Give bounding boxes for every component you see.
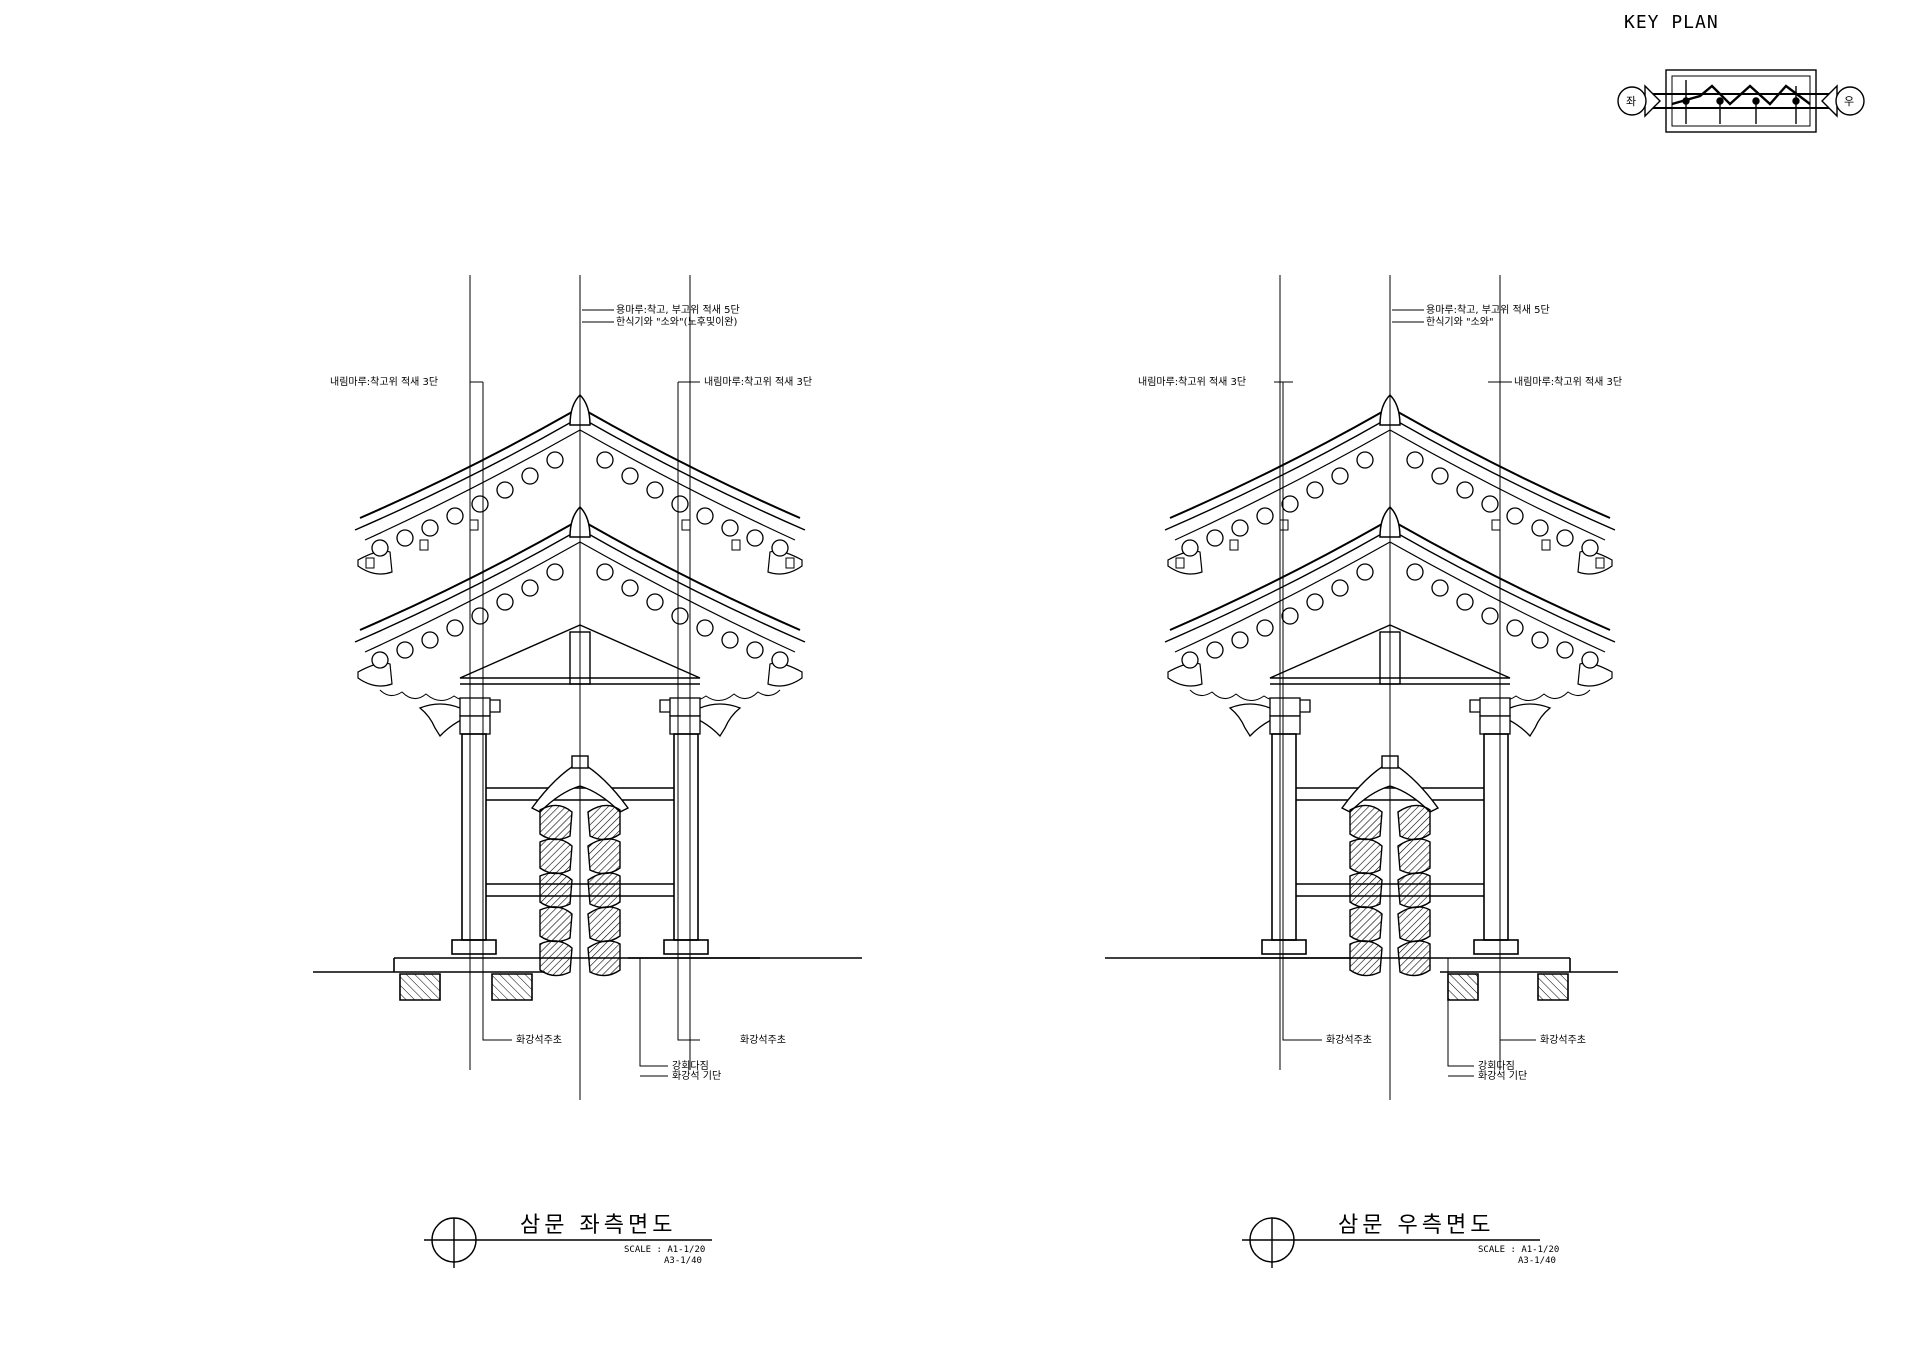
left-note-ridge-1: 용마루:착고, 부고위 적새 5단 — [616, 303, 740, 316]
left-elevation: 용마루:착고, 부고위 적새 5단 한식기와 "소와"(노후및이완) 내림마루:… — [313, 274, 862, 1268]
right-note-hip-left: 내림마루:착고위 적새 3단 — [1138, 375, 1246, 388]
left-note-hip-right: 내림마루:착고위 적새 3단 — [704, 375, 812, 388]
right-note-base-left: 화강석주초 — [1326, 1034, 1372, 1046]
right-scale-line1: SCALE : A1-1/20 — [1478, 1245, 1559, 1255]
right-title-marker — [1242, 1217, 1540, 1268]
left-note-hip-left: 내림마루:착고위 적새 3단 — [330, 375, 438, 388]
right-elevation: 용마루:착고, 부고위 적새 5단 한식기와 "소와" 내림마루:착고위 적새 … — [1105, 274, 1622, 1268]
right-view-title: 삼문 우측면도 — [1338, 1213, 1494, 1238]
left-note-base-right: 화강석주초 — [740, 1034, 786, 1046]
key-plan-right-marker: 우 — [1844, 95, 1854, 108]
key-plan-title: KEY PLAN — [1624, 12, 1719, 33]
right-note-hip-right: 내림마루:착고위 적새 3단 — [1514, 375, 1622, 388]
key-plan — [1617, 69, 1865, 133]
right-note-ridge-2: 한식기와 "소와" — [1426, 316, 1494, 328]
left-title-marker — [424, 1217, 712, 1268]
right-note-base-right: 화강석주초 — [1540, 1034, 1586, 1046]
left-note-stair-2: 화강석 기단 — [672, 1070, 721, 1082]
right-note-stair-2: 화강석 기단 — [1478, 1070, 1527, 1082]
left-scale-line2: A3-1/40 — [664, 1256, 702, 1266]
right-scale-line2: A3-1/40 — [1518, 1256, 1556, 1266]
key-plan-left-arrow-icon — [1644, 84, 1661, 118]
right-note-stair-1: 강회다짐 — [1478, 1060, 1515, 1072]
left-note-base-left: 화강석주초 — [516, 1034, 562, 1046]
right-note-ridge-1: 용마루:착고, 부고위 적새 5단 — [1426, 303, 1550, 316]
left-note-ridge-2: 한식기와 "소와"(노후및이완) — [616, 316, 737, 328]
left-scale-line1: SCALE : A1-1/20 — [624, 1245, 705, 1255]
key-plan-left-marker: 좌 — [1626, 95, 1636, 108]
left-note-stair-1: 강회다짐 — [672, 1060, 709, 1072]
left-view-title: 삼문 좌측면도 — [520, 1213, 676, 1238]
key-plan-right-arrow-icon — [1821, 84, 1838, 118]
